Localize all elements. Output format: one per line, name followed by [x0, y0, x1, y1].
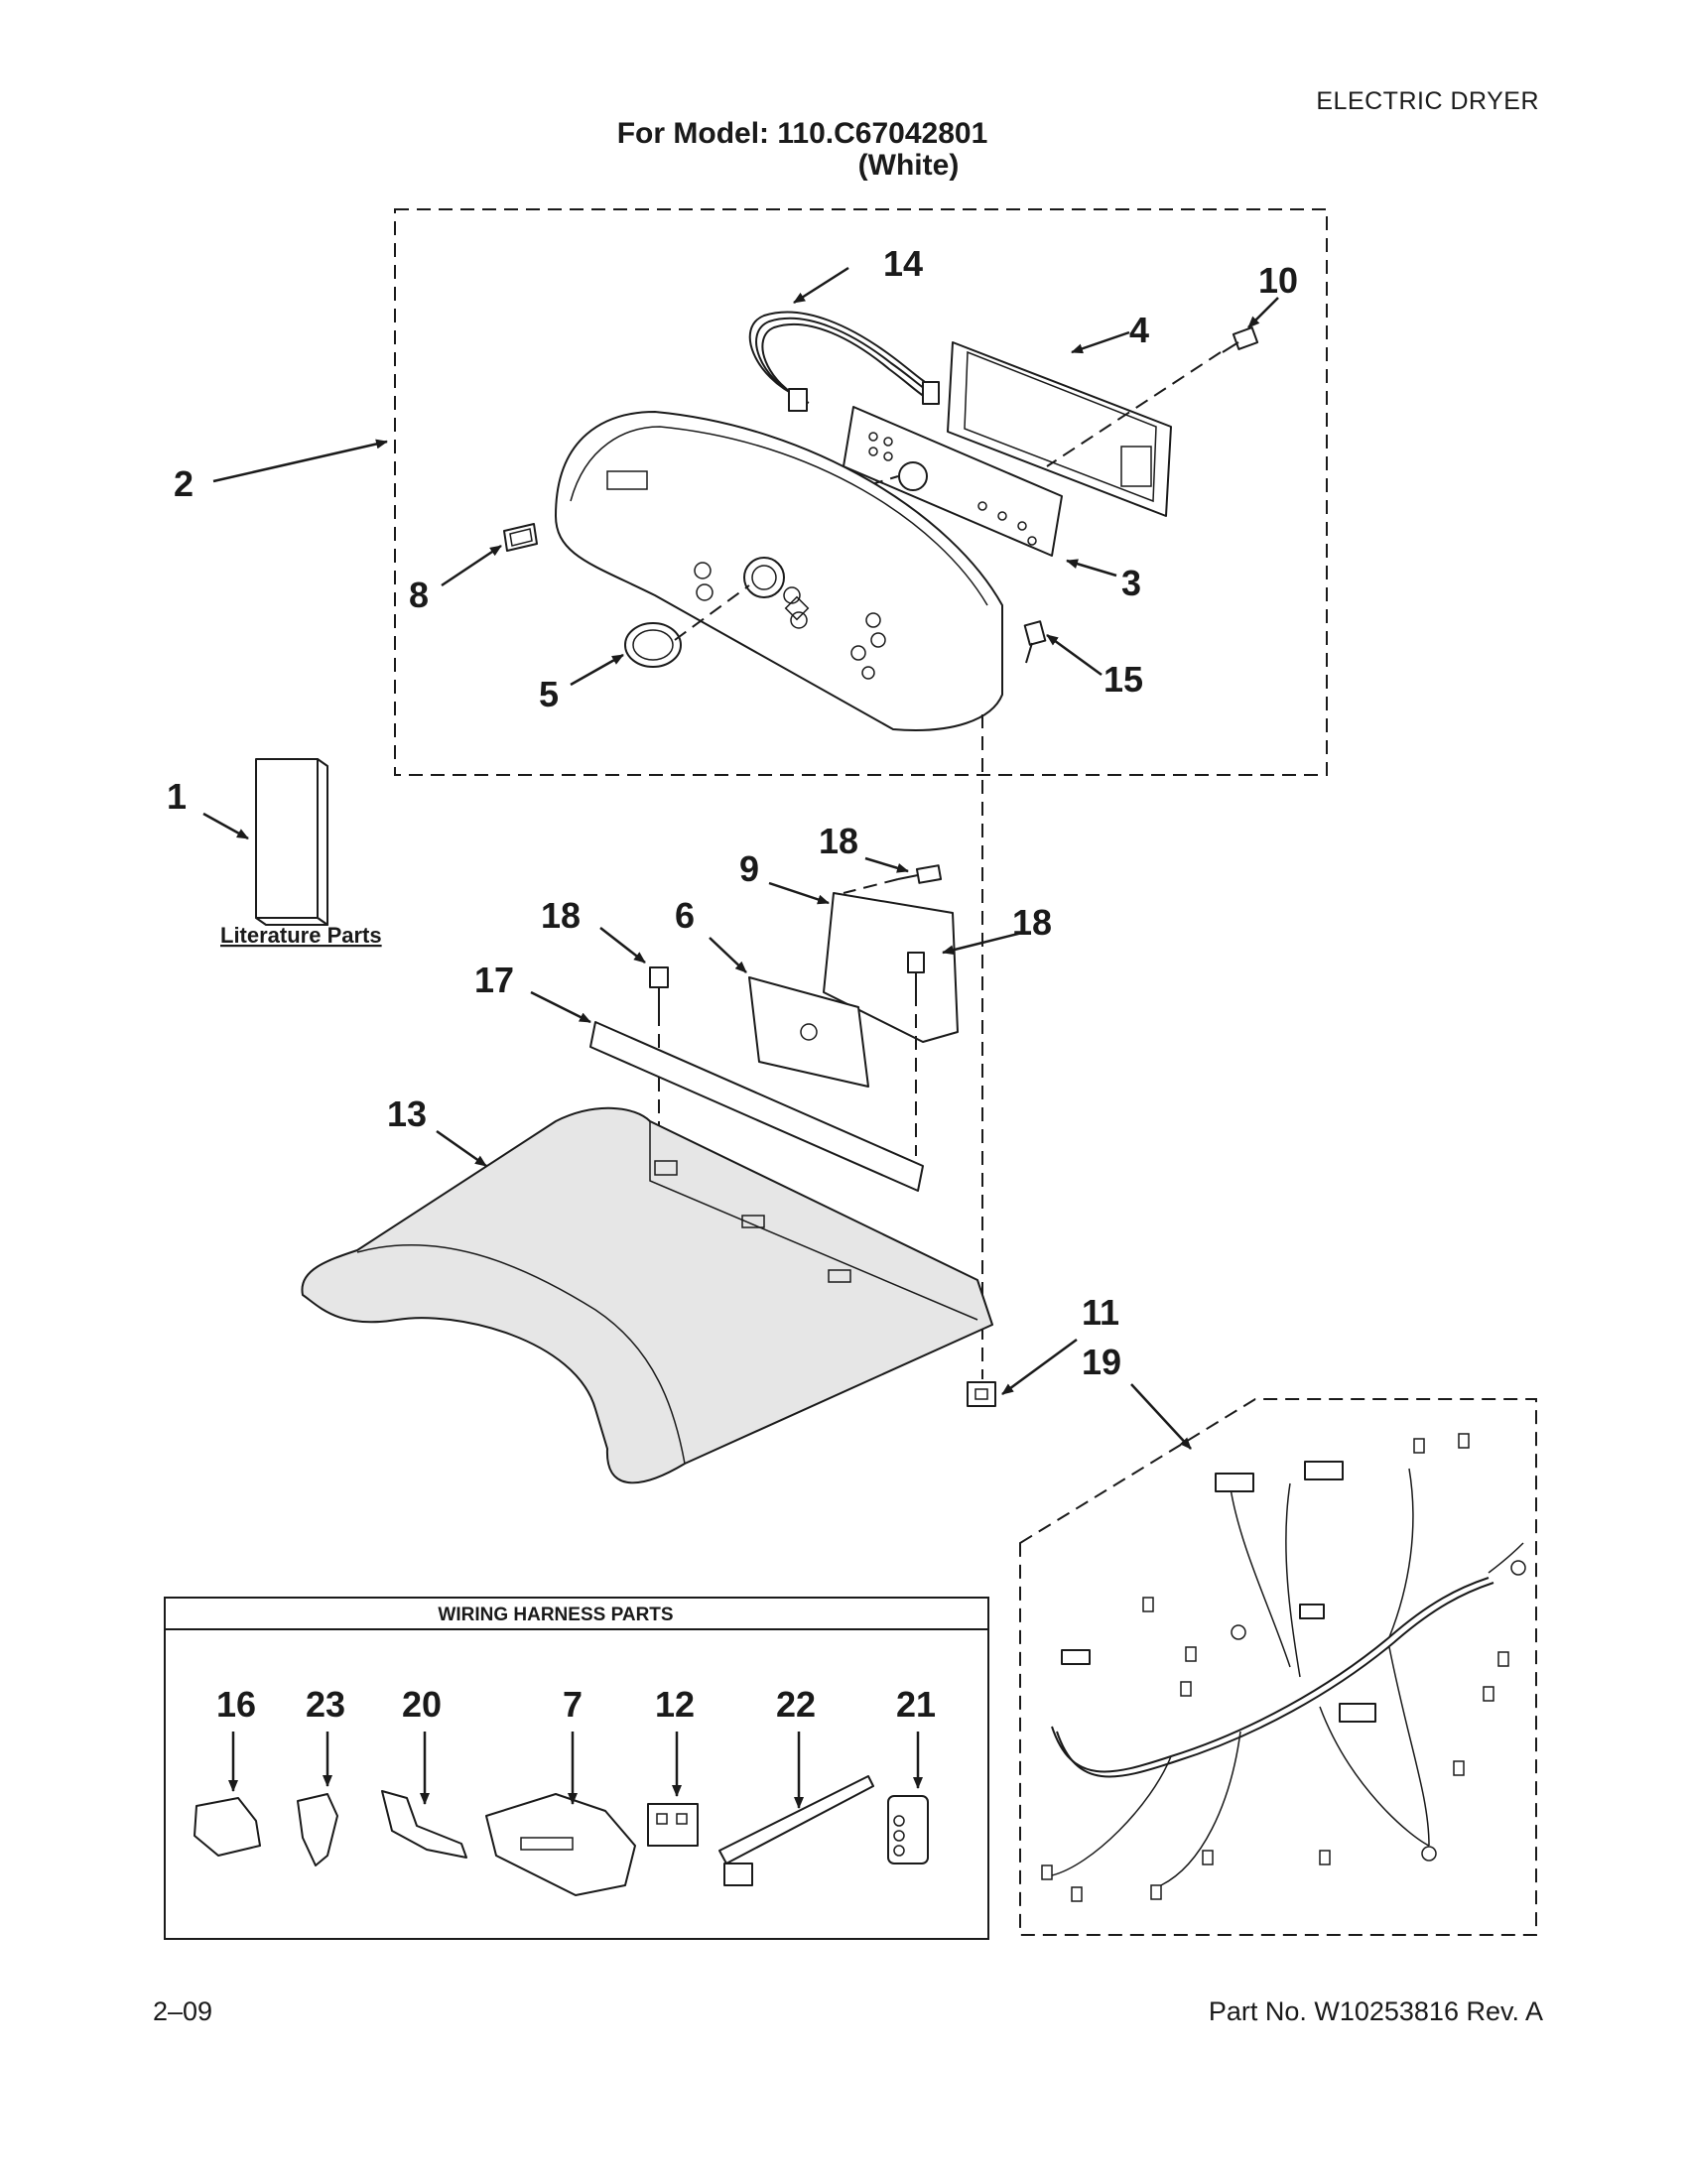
dryer-top-panel-part — [301, 1106, 993, 1484]
main-wire-harness-part — [1041, 1433, 1526, 1902]
callout-20: 20 — [402, 1684, 442, 1725]
callout-5: 5 — [539, 674, 559, 714]
callout-18-top: 18 — [819, 821, 858, 861]
callout-8: 8 — [409, 575, 429, 615]
module-part-6 — [748, 976, 869, 1088]
callout-19: 19 — [1082, 1342, 1121, 1382]
date-code: 2–09 — [153, 1996, 213, 2026]
rail-part-17 — [589, 1021, 924, 1192]
callout-9: 9 — [739, 848, 759, 889]
callout-11: 11 — [1082, 1292, 1119, 1333]
callout-14: 14 — [883, 243, 923, 284]
part-number: Part No. W10253816 Rev. A — [1208, 1996, 1543, 2026]
callout-15: 15 — [1104, 659, 1143, 700]
callout-10: 10 — [1258, 260, 1298, 301]
screw-part-10 — [1222, 326, 1259, 353]
console-wire-harness-part — [748, 311, 940, 412]
callout-22: 22 — [776, 1684, 816, 1725]
callout-7: 7 — [563, 1684, 583, 1725]
clip-part-11 — [967, 1381, 996, 1407]
housing-part-7 — [485, 1793, 636, 1896]
console-back-cover-part — [947, 341, 1172, 517]
connector-part-16 — [194, 1797, 261, 1857]
callout-12: 12 — [655, 1684, 695, 1725]
badge-part-8 — [503, 523, 538, 552]
terminal-part-20 — [381, 1790, 467, 1859]
wiring-box-title: WIRING HARNESS PARTS — [438, 1605, 673, 1625]
callout-13: 13 — [387, 1093, 427, 1134]
callout-2: 2 — [174, 463, 194, 504]
model-color: (White) — [857, 149, 960, 182]
callout-18-left: 18 — [541, 895, 581, 936]
literature-parts-label: Literature Parts — [220, 923, 382, 948]
console-panel-part — [555, 411, 1003, 731]
callout-18-right: 18 — [1012, 902, 1052, 943]
screw-part-18-right — [907, 952, 925, 992]
callout-17: 17 — [474, 960, 514, 1000]
clip-part-23 — [297, 1793, 338, 1866]
wiring-harness-boundary — [1019, 1398, 1537, 1936]
literature-booklet-part — [255, 758, 328, 926]
callout-4: 4 — [1129, 310, 1149, 350]
model-title: For Model: 110.C67042801 — [616, 117, 988, 150]
callout-21: 21 — [896, 1684, 936, 1725]
product-type-label: ELECTRIC DRYER — [1316, 87, 1539, 115]
screw-part-15 — [1023, 620, 1047, 664]
callout-3: 3 — [1121, 563, 1141, 603]
callout-6: 6 — [675, 895, 695, 936]
connector-part-21 — [887, 1795, 929, 1864]
wiring-harness-parts-box — [164, 1597, 989, 1940]
screw-part-18-left — [649, 966, 669, 1012]
callout-1: 1 — [167, 776, 187, 817]
connector-part-12 — [647, 1803, 699, 1847]
cable-tie-part-22 — [718, 1775, 874, 1886]
control-board-part — [843, 406, 1063, 557]
screw-part-18-top — [897, 864, 943, 884]
leader-arrows — [202, 266, 1279, 1809]
callout-16: 16 — [216, 1684, 256, 1725]
console-assembly-boundary — [394, 208, 1328, 776]
bracket-part-9 — [823, 892, 959, 1043]
knob-part-5 — [624, 622, 682, 668]
callout-23: 23 — [306, 1684, 345, 1725]
